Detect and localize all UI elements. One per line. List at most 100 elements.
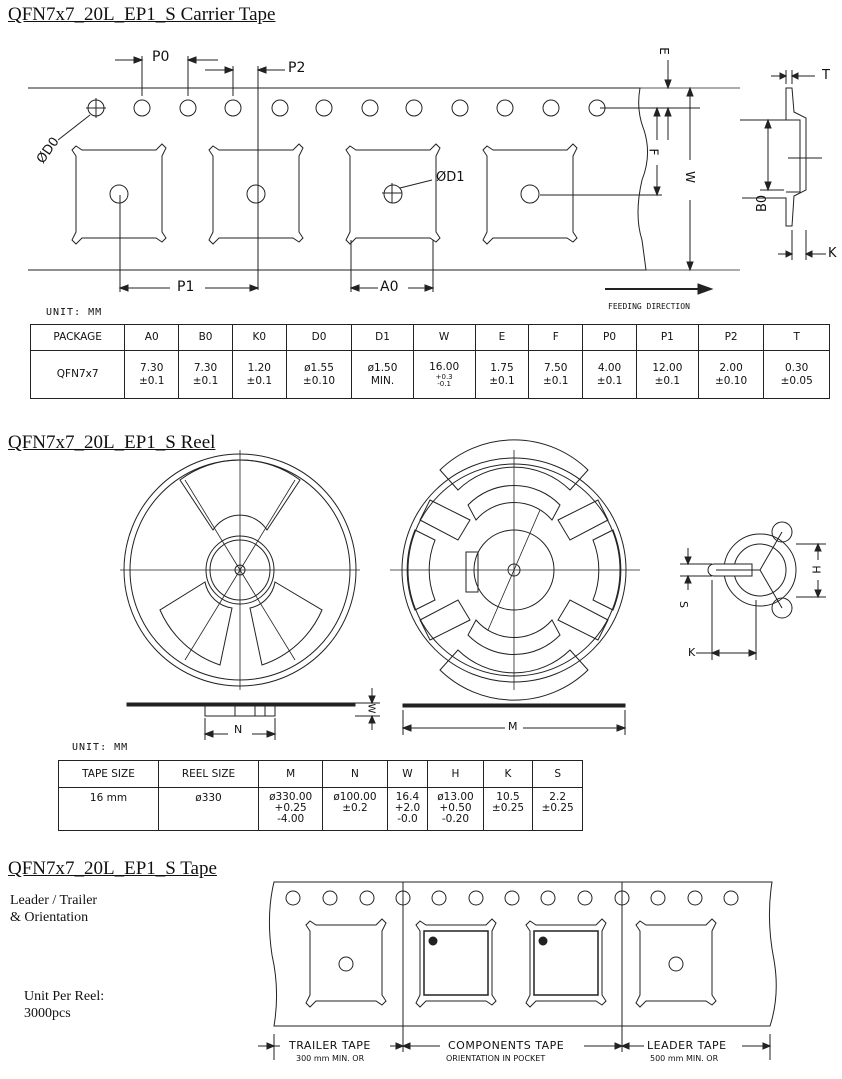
p2-label: P2 [288,60,306,76]
sprocket-hole [285,890,301,906]
tape-title: QFN7x7_20L_EP1_S Tape [8,858,217,879]
pocket [208,143,304,245]
leader-tape-label: LEADER TAPE [647,1039,727,1052]
cell-reel-size: ø330 [158,787,259,831]
header-cell: T [763,324,830,351]
carrier-tape-title: QFN7x7_20L_EP1_S Carrier Tape [8,4,276,25]
header-cell: S [532,760,583,788]
cell-p1: 12.00±0.1 [635,350,699,399]
trailer-tape-label: TRAILER TAPE [289,1039,371,1052]
pocket [635,918,717,1008]
sprocket-hole [133,99,151,117]
pocket-hole [338,956,354,972]
reel-unit: UNIT: MM [72,742,129,753]
cell-p0: 4.00±0.1 [582,350,637,399]
sprocket-hole [650,890,666,906]
leader-tape-note: 500 mm MIN. OR [650,1054,719,1063]
pocket [305,918,387,1008]
k-label: K [828,246,837,261]
trailer-tape-note: 300 mm MIN. OR [296,1054,365,1063]
sprocket-hole [577,890,593,906]
table-row: QFN7x7 7.30±0.1 7.30±0.1 1.20±0.1 ø1.55±… [29,350,830,399]
header-cell: W [412,324,476,351]
hub-k-label: K [688,646,696,659]
pocket-hole [520,184,540,204]
pocket-hole [383,184,403,204]
reel-spec-table: TAPE SIZE REEL SIZE M N W H K S 16 mm ø3… [58,760,583,831]
cell-tape-size: 16 mm [58,787,159,831]
sprocket-hole [359,890,375,906]
sprocket-hole [405,99,423,117]
pocket [482,143,578,245]
n-label: N [234,723,243,736]
components-tape-note: ORIENTATION IN POCKET [446,1054,546,1063]
header-cell: K0 [231,324,287,351]
cell-k0: 1.20±0.1 [231,350,287,399]
feeding-direction: FEEDING DIRECTION [608,302,690,311]
m-label: M [508,720,518,733]
header-cell: D0 [285,324,353,351]
cell-s: 2.2±0.25 [532,787,583,831]
sprocket-hole [687,890,703,906]
unit-per-reel-text: Unit Per Reel:3000pcs [24,989,105,1021]
cell-e: 1.75±0.1 [474,350,530,399]
pocket [525,918,607,1008]
sprocket-hole [540,890,556,906]
sprocket-hole [322,890,338,906]
component [533,930,599,996]
pocket [345,143,441,245]
cell-b0: 7.30±0.1 [178,350,233,399]
cell-p2: 2.00±0.10 [697,350,765,399]
reel-title: QFN7x7_20L_EP1_S Reel [8,432,216,453]
sprocket-hole [179,99,197,117]
cell-n: ø100.00±0.2 [322,787,388,831]
table-header-row: TAPE SIZE REEL SIZE M N W H K S [58,760,583,788]
sprocket-hole [504,890,520,906]
sprocket-hole [361,99,379,117]
cell-f: 7.50±0.1 [528,350,584,399]
pocket-hole [668,956,684,972]
pocket-hole [109,184,129,204]
d1-label: ØD1 [436,170,465,185]
components-tape-label: COMPONENTS TAPE [448,1039,565,1052]
header-cell: K [482,760,534,788]
sprocket-hole [224,99,242,117]
component [423,930,489,996]
cell-t: 0.30±0.05 [763,350,830,399]
header-cell: REEL SIZE [158,760,259,788]
header-cell: B0 [178,324,233,351]
t-label: T [822,68,830,83]
cell-h: ø13.00+0.50-0.20 [427,787,484,831]
header-cell: TAPE SIZE [58,760,159,788]
a0-label: A0 [380,279,399,295]
carrier-unit: UNIT: MM [46,307,103,318]
sprocket-hole [542,99,560,117]
header-cell: N [322,760,388,788]
pocket [71,143,167,245]
cell-package: QFN7x7 [29,350,126,399]
cell-a0: 7.30±0.1 [124,350,180,399]
sprocket-hole [315,99,333,117]
sprocket-hole [271,99,289,117]
cell-d0: ø1.55±0.10 [285,350,353,399]
pin1-dot [538,936,548,946]
carrier-spec-table: PACKAGE A0 B0 K0 D0 D1 W E F P0 P1 P2 T … [29,324,830,399]
header-cell: PACKAGE [29,324,126,351]
pocket [415,918,497,1008]
sprocket-hole [451,99,469,117]
sprocket-hole [496,99,514,117]
sprocket-hole [395,890,411,906]
sprocket-hole [468,890,484,906]
cell-w: 16.4+2.0-0.0 [386,787,429,831]
sprocket-hole [723,890,739,906]
p1-label: P1 [177,279,195,295]
table-row: 16 mm ø330 ø330.00+0.25-4.00 ø100.00±0.2… [58,787,583,831]
pin1-dot [428,936,438,946]
sprocket-hole [614,890,630,906]
cell-w: 16.00+0.3-0.1 [412,350,476,399]
leader-trailer-text: Leader / Trailer& Orientation [10,893,98,925]
